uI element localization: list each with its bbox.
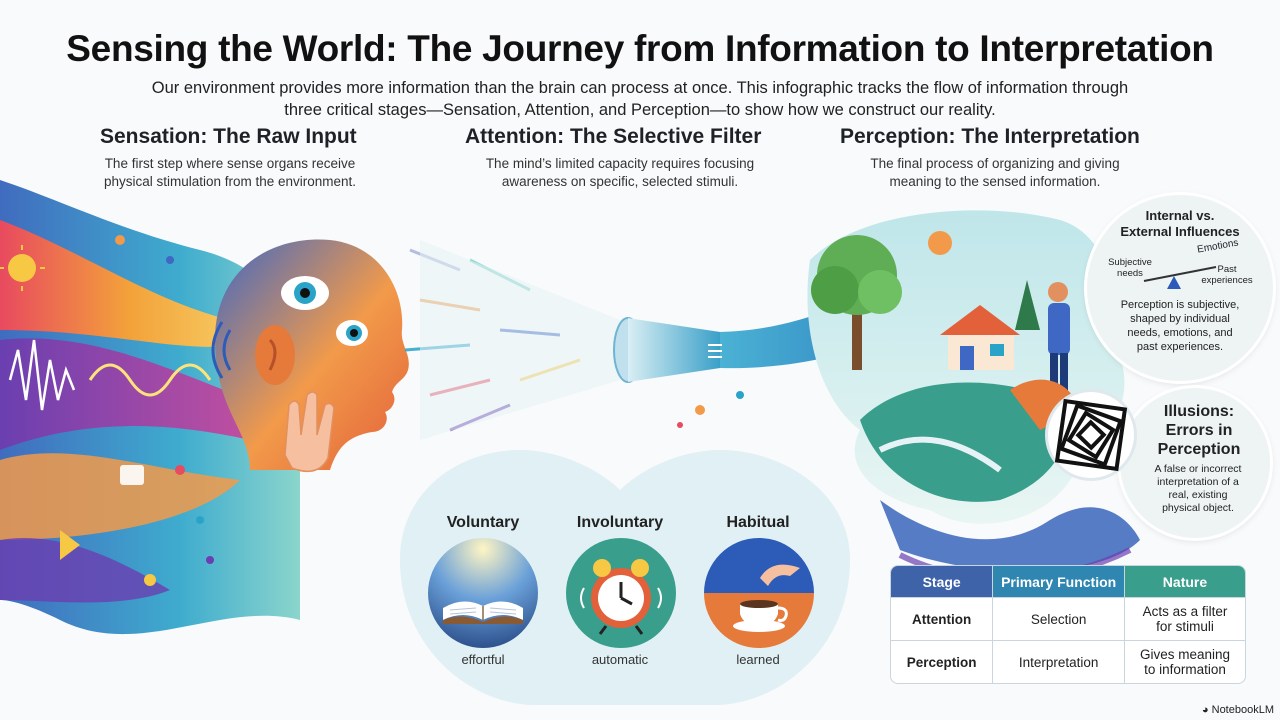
illusions-body-line: physical object. <box>1162 502 1234 514</box>
illusions-title-line: Perception <box>1157 441 1241 458</box>
table-header-nature: Nature <box>1123 566 1245 597</box>
illusions-body: A false or incorrect interpretation of a… <box>1130 463 1266 515</box>
table-cell-line: Gives meaning <box>1139 647 1230 662</box>
stage-table: Stage Primary Function Nature Attention … <box>890 565 1246 684</box>
involuntary-label: Involuntary <box>576 514 664 531</box>
voluntary-sub: effortful <box>461 652 505 667</box>
illusions-body-line: interpretation of a <box>1157 476 1239 488</box>
table-cell-nature: Gives meaning to information <box>1123 640 1245 683</box>
table-cell-line: to information <box>1144 662 1226 677</box>
illusions-title-line: Errors in <box>1165 422 1233 439</box>
scale-label-line: Past <box>1217 264 1237 275</box>
scale-icon <box>1143 266 1217 289</box>
perception-heading: Perception: The Interpretation <box>840 125 1140 148</box>
influences-body-line: past experiences. <box>1136 341 1224 353</box>
open-book-icon <box>428 538 538 648</box>
alarm-clock-icon <box>566 538 676 648</box>
illusions-body-line: real, existing <box>1168 489 1228 501</box>
illusion-spiral-graphic <box>1054 398 1128 472</box>
description-line: meaning to the sensed information. <box>889 174 1101 189</box>
stage-table-wrapper: Stage Primary Function Nature Attention … <box>890 565 1246 684</box>
influences-body-line: needs, emotions, and <box>1127 327 1233 339</box>
illusions-title-line: Illusions: <box>1163 403 1235 420</box>
description-line: physical stimulation from the environmen… <box>103 174 357 189</box>
page-title: Sensing the World: The Journey from Info… <box>66 28 1214 69</box>
table-header-row: Stage Primary Function Nature <box>891 566 1245 597</box>
influences-body-line: shaped by individual <box>1130 313 1230 325</box>
table-header-stage: Stage <box>891 566 993 597</box>
attention-heading: Attention: The Selective Filter <box>465 125 762 148</box>
scale-left-label: Subjective needs <box>1099 257 1161 279</box>
sensation-description: The first step where sense organs receiv… <box>70 155 390 191</box>
sensation-heading: Sensation: The Raw Input <box>100 125 357 148</box>
subtitle-line: three critical stages—Sensation, Attenti… <box>284 101 996 119</box>
table-row: Attention Selection Acts as a filter for… <box>891 597 1245 640</box>
attention-description: The mind’s limited capacity requires foc… <box>455 155 785 191</box>
voluntary-label: Voluntary <box>446 514 520 531</box>
illusions-body-line: A false or incorrect <box>1154 463 1242 475</box>
table-cell-stage: Perception <box>891 640 993 683</box>
illusion-icon <box>1048 392 1134 478</box>
table-cell-line: Acts as a filter <box>1142 604 1228 619</box>
table-cell-line: for stimuli <box>1156 619 1214 634</box>
scale-right-label: Past experiences <box>1192 264 1262 286</box>
logo-text: NotebookLM <box>1211 704 1274 716</box>
description-line: awareness on specific, selected stimuli. <box>501 174 739 189</box>
logo-icon: ◕ <box>1201 704 1209 716</box>
influences-title-line: External Influences <box>1120 224 1240 239</box>
influences-title-line: Internal vs. <box>1145 208 1215 223</box>
influences-title: Internal vs. External Influences <box>1095 208 1265 240</box>
illusions-title: Illusions: Errors in Perception <box>1135 402 1263 459</box>
coffee-cup-icon <box>704 538 814 648</box>
scale-label-line: Subjective <box>1108 257 1152 268</box>
table-row: Perception Interpretation Gives meaning … <box>891 640 1245 683</box>
description-line: The first step where sense organs receiv… <box>104 156 356 171</box>
scale-label-line: experiences <box>1201 275 1253 286</box>
page-subtitle: Our environment provides more informatio… <box>110 77 1170 121</box>
influences-body: Perception is subjective, shaped by indi… <box>1100 298 1260 354</box>
habitual-label: Habitual <box>726 514 790 531</box>
subtitle-line: Our environment provides more informatio… <box>151 79 1129 97</box>
perception-description: The final process of organizing and givi… <box>835 155 1155 191</box>
table-header-function: Primary Function <box>992 566 1124 597</box>
table-cell-function: Interpretation <box>992 640 1124 683</box>
influences-body-line: Perception is subjective, <box>1120 299 1240 311</box>
description-line: The mind’s limited capacity requires foc… <box>485 156 755 171</box>
illusions-bubble <box>1120 388 1270 538</box>
table-cell-function: Selection <box>992 597 1124 640</box>
description-line: The final process of organizing and givi… <box>870 156 1120 171</box>
notebooklm-logo: ◕ NotebookLM <box>1202 704 1274 716</box>
table-cell-stage: Attention <box>891 597 993 640</box>
scale-label-line: needs <box>1117 268 1143 279</box>
table-cell-nature: Acts as a filter for stimuli <box>1123 597 1245 640</box>
involuntary-sub: automatic <box>591 652 649 667</box>
habitual-sub: learned <box>736 652 780 667</box>
